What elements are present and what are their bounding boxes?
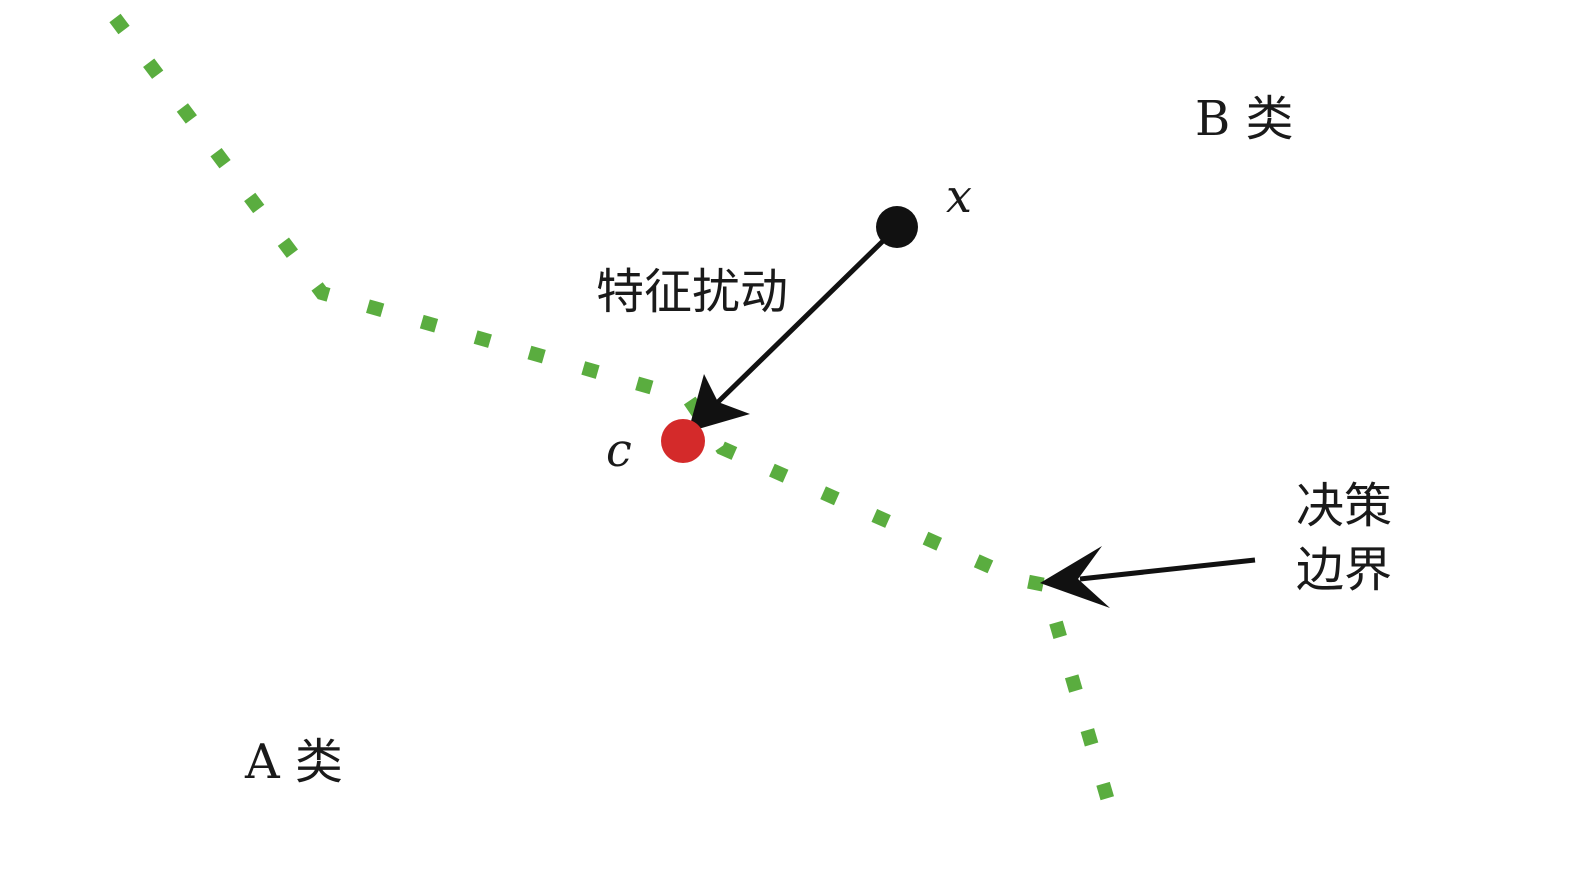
point-c-marker <box>661 419 705 463</box>
perturbation-arrow-head <box>688 374 750 432</box>
point-c-label: c <box>606 423 632 477</box>
point-x-marker <box>876 206 918 248</box>
boundary-pointer-arrow-shaft <box>1079 557 1256 582</box>
point-x-label: x <box>946 169 972 223</box>
perturbation-arrow-shaft <box>714 238 886 406</box>
class-a-label: A 类 <box>244 734 343 790</box>
boundary-pointer-arrow-head <box>1040 546 1110 608</box>
class-b-label: B 类 <box>1195 91 1294 147</box>
boundary-label-line2: 边界 <box>1296 542 1392 598</box>
decision-boundary <box>109 13 1125 837</box>
perturbation-label: 特征扰动 <box>596 264 788 320</box>
boundary-label-line1: 决策 <box>1296 478 1392 534</box>
